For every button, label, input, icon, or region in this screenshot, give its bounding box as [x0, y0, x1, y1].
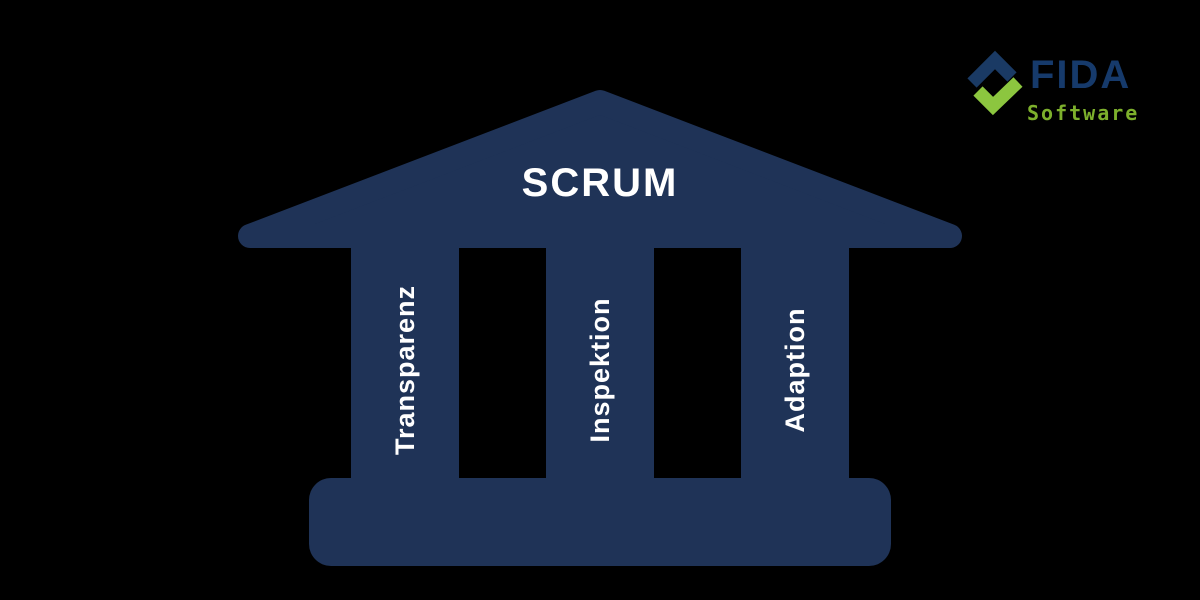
logo-diamond-navy-chevron-icon: [967, 50, 1017, 88]
temple-pillar-transparenz: [351, 240, 459, 485]
temple-title: SCRUM: [522, 161, 679, 205]
logo-subtitle: Software: [1027, 101, 1139, 125]
pillar-label-transparenz: Transparenz: [390, 285, 420, 455]
logo-check-green-icon: [973, 77, 1023, 116]
temple-pillar-inspektion: [546, 240, 654, 485]
fida-logo: FIDA Software: [967, 50, 1139, 125]
temple-pillar-adaption: [741, 240, 849, 485]
temple-roof: [238, 90, 962, 248]
pillar-label-inspektion: Inspektion: [585, 297, 615, 442]
logo-wordmark: FIDA: [1030, 53, 1131, 97]
temple-base: [309, 478, 891, 566]
pillar-label-adaption: Adaption: [780, 308, 810, 433]
